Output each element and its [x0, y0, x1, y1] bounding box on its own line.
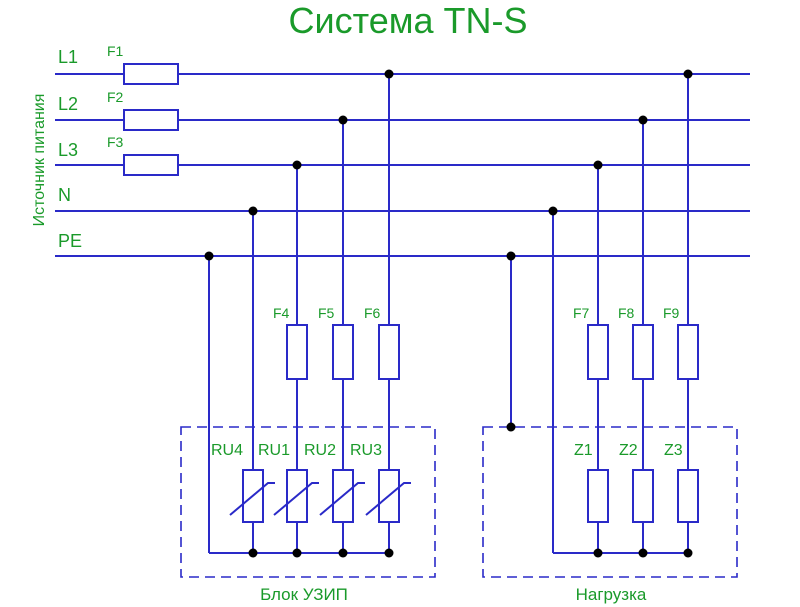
junction-dot: [338, 548, 348, 558]
fuse-f1: [123, 63, 179, 85]
junction-dot: [548, 206, 558, 216]
input-fuses: [123, 63, 179, 176]
varistor-label-ru3: RU3: [350, 442, 382, 459]
junction-dot: [506, 422, 516, 432]
varistors: [229, 469, 411, 523]
junction-dot: [683, 69, 693, 79]
load-block-label: Нагрузка: [576, 585, 647, 604]
varistor-ru4: [229, 469, 275, 523]
junction-dot: [248, 206, 258, 216]
fuse-f9: [677, 324, 699, 380]
bus-label-l3: L3: [58, 140, 78, 160]
load-z2: [632, 469, 654, 523]
junction-dot: [338, 115, 348, 125]
fuse-f8: [632, 324, 654, 380]
fuse-label-f3: F3: [107, 134, 124, 150]
load-label-z3: Z3: [664, 442, 683, 459]
junction-dot: [204, 251, 214, 261]
junction-dot: [384, 548, 394, 558]
fuse-label-f7: F7: [573, 305, 590, 321]
varistor-ru2: [319, 469, 365, 523]
fuse-f6: [378, 324, 400, 380]
fuse-label-f6: F6: [364, 305, 381, 321]
varistor-ru3: [365, 469, 411, 523]
junction-dot: [593, 548, 603, 558]
load-block-outline: [482, 426, 738, 578]
bus-label-n: N: [58, 185, 71, 205]
junction-dot: [384, 69, 394, 79]
fuse-label-f4: F4: [273, 305, 290, 321]
fuse-f2: [123, 109, 179, 131]
junction-dot: [292, 160, 302, 170]
fuse-f3: [123, 154, 179, 176]
load-fuses: [587, 324, 699, 380]
varistor-ru1: [273, 469, 319, 523]
fuse-label-f1: F1: [107, 43, 124, 59]
junction-dot: [593, 160, 603, 170]
bus-label-l1: L1: [58, 47, 78, 67]
diagram-title: Система TN-S: [289, 0, 528, 41]
fuse-f5: [332, 324, 354, 380]
fuse-f4: [286, 324, 308, 380]
junction-dot: [638, 548, 648, 558]
junction-dots: [204, 69, 693, 558]
junction-dot: [683, 548, 693, 558]
junction-dot: [248, 548, 258, 558]
load-z3: [677, 469, 699, 523]
spd-block-outline: [180, 426, 436, 578]
spd-block-label: Блок УЗИП: [260, 585, 348, 604]
bus-label-l2: L2: [58, 94, 78, 114]
load-label-z1: Z1: [574, 442, 593, 459]
load-label-z2: Z2: [619, 442, 638, 459]
loads: [587, 469, 699, 523]
junction-dot: [506, 251, 516, 261]
varistor-label-ru1: RU1: [258, 442, 290, 459]
fuse-f7: [587, 324, 609, 380]
load-z1: [587, 469, 609, 523]
fuse-label-f8: F8: [618, 305, 635, 321]
varistor-label-ru4: RU4: [211, 442, 243, 459]
bus-label-pe: PE: [58, 231, 82, 251]
fuse-label-f2: F2: [107, 89, 124, 105]
spd-fuses: [286, 324, 400, 380]
varistor-label-ru2: RU2: [304, 442, 336, 459]
junction-dot: [292, 548, 302, 558]
power-source-label: Источник питания: [31, 94, 48, 227]
fuse-label-f5: F5: [318, 305, 335, 321]
junction-dot: [638, 115, 648, 125]
fuse-label-f9: F9: [663, 305, 680, 321]
